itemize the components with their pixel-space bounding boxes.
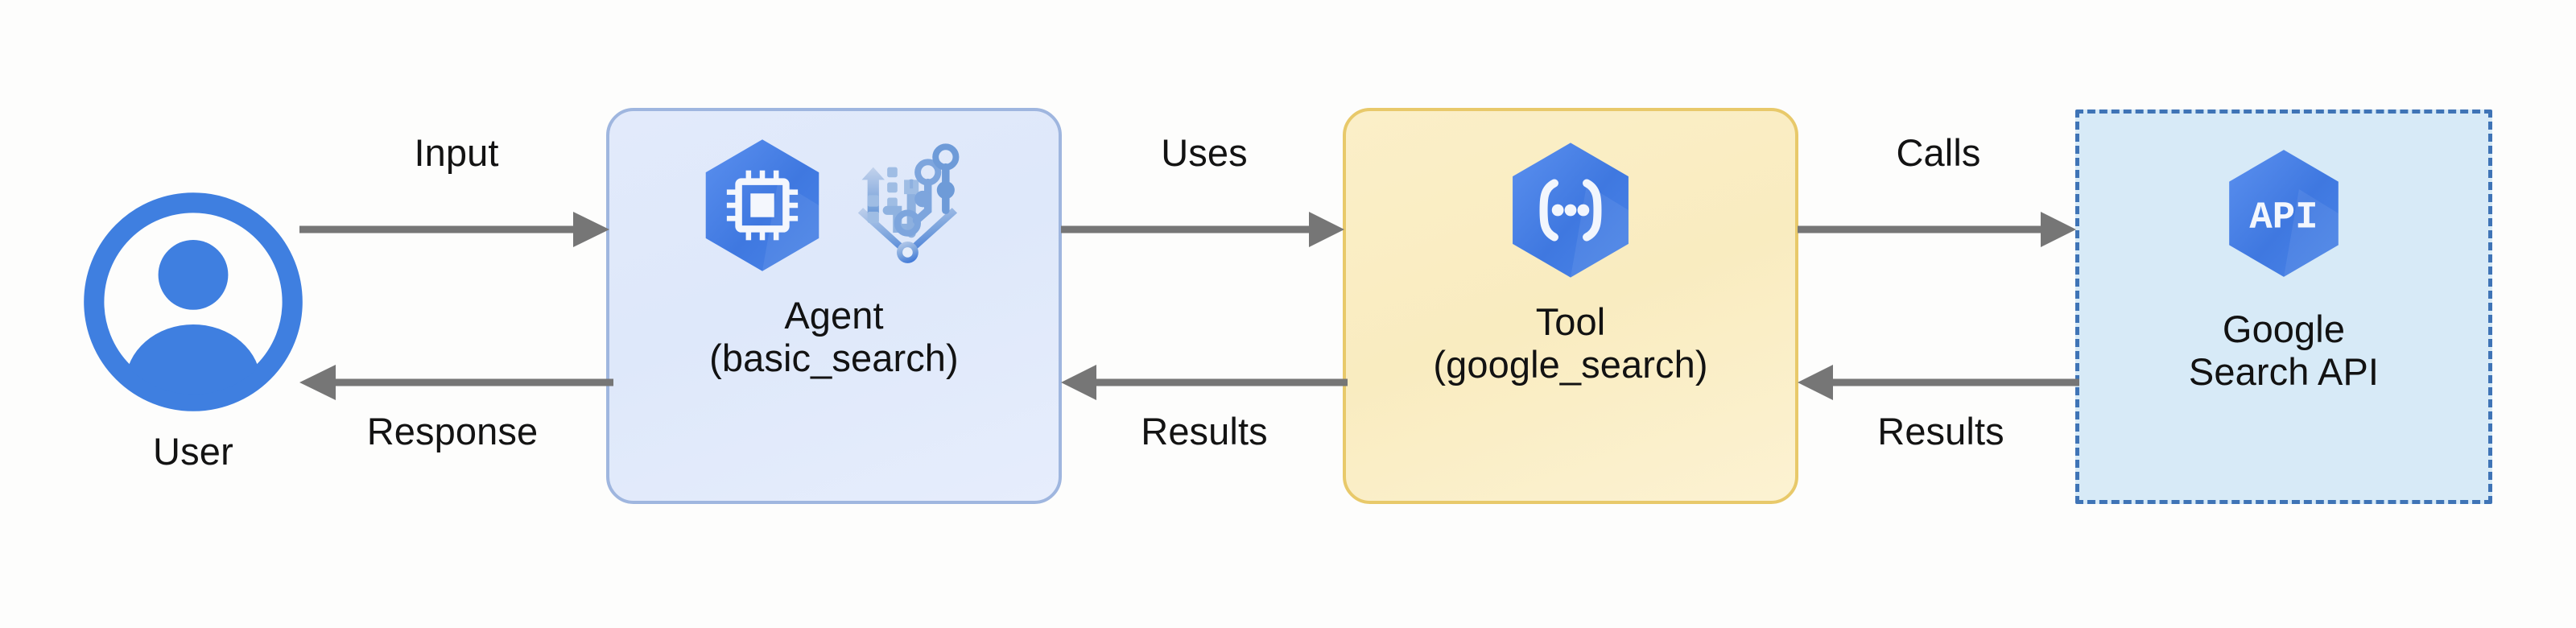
edge-user-to-agent-arrow — [299, 212, 609, 247]
user-avatar-icon — [84, 192, 303, 411]
edge-api-to-tool-arrow — [1798, 365, 2079, 400]
edge-label-input: Input — [414, 131, 499, 174]
node-user-label: User — [152, 430, 234, 473]
api-hexagon-text: API — [2249, 196, 2318, 239]
edge-label-calls: Calls — [1896, 131, 1981, 174]
edge-tool-to-agent-arrow — [1061, 365, 1348, 400]
edge-label-response: Response — [366, 410, 539, 452]
tool-icon-row — [1502, 140, 1639, 280]
node-api-caption: Google Search API — [2188, 308, 2380, 393]
node-tool-caption: Tool (google_search) — [1433, 300, 1708, 386]
node-tool[interactable]: Tool (google_search) — [1343, 108, 1798, 504]
api-icon-row: API — [2219, 147, 2348, 279]
cpu-hexagon-icon — [705, 139, 819, 271]
node-agent[interactable]: Agent (basic_search) — [606, 108, 1062, 504]
workflow-orchestration-icon — [857, 143, 960, 263]
edge-label-uses: Uses — [1161, 131, 1248, 174]
api-hexagon-icon: API — [2229, 150, 2339, 277]
node-user[interactable] — [80, 189, 306, 415]
node-agent-caption: Agent (basic_search) — [709, 294, 959, 379]
edge-label-results-tool-agent: Results — [1141, 410, 1268, 452]
code-braces-hexagon-icon — [1513, 143, 1629, 278]
edge-agent-to-user-arrow — [299, 365, 613, 400]
node-google-search-api[interactable]: API Google Search API — [2075, 109, 2492, 504]
edge-agent-to-tool-arrow — [1061, 212, 1344, 247]
edge-tool-to-api-arrow — [1798, 212, 2076, 247]
agent-icon-row — [696, 137, 972, 274]
edge-label-results-api-tool: Results — [1877, 410, 2004, 452]
